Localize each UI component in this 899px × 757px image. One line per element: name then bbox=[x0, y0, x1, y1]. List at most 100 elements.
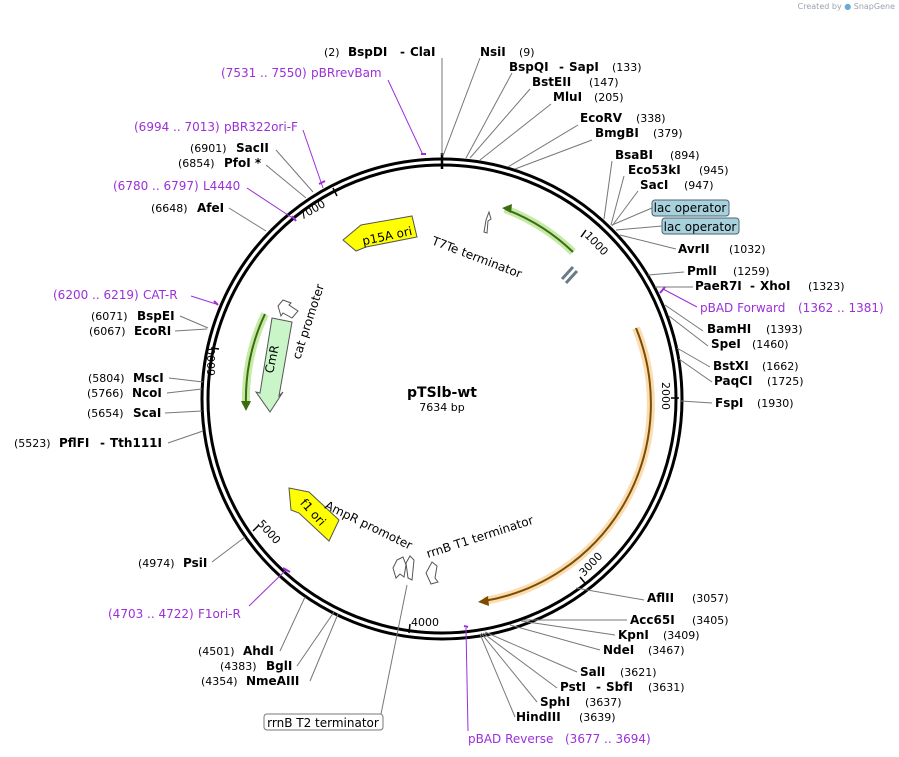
site-name-bspqi: BspQI bbox=[509, 60, 549, 74]
tick-6000 bbox=[210, 347, 220, 350]
leader-nmeaiii bbox=[309, 613, 339, 682]
top-green-arc-bg bbox=[503, 205, 576, 255]
site-name-sali: SalI bbox=[580, 665, 605, 679]
site-name-ahdi: AhdI bbox=[243, 644, 274, 658]
site-name-bstxi: BstXI bbox=[713, 359, 749, 373]
site-pos-hindiii: (3639) bbox=[579, 711, 616, 724]
site-name-bsabi: BsaBI bbox=[615, 148, 653, 162]
site-pos-ncoi: (5766) bbox=[87, 387, 124, 400]
site-name-nsii: NsiI bbox=[480, 45, 506, 59]
tick-3000 bbox=[579, 576, 586, 584]
tick-label-7000: 7000 bbox=[297, 197, 328, 222]
site-name-aflii: AflII bbox=[647, 591, 674, 605]
snapgene-logo: ● bbox=[844, 2, 852, 11]
pleader-l4440 bbox=[246, 187, 295, 220]
primer-name-pbadforward: pBAD Forward bbox=[700, 301, 785, 315]
leader-pflfi bbox=[167, 430, 204, 444]
leader-hindiii bbox=[479, 633, 516, 718]
rrnb-t2-leader bbox=[380, 584, 408, 715]
leader-saci bbox=[611, 190, 639, 227]
leader-spei bbox=[668, 315, 709, 347]
leader-ahdi bbox=[279, 596, 306, 652]
site-pos-pflfi: (5523) bbox=[14, 437, 51, 450]
site-name-bspdi: BspDI bbox=[348, 45, 387, 59]
lac-operator-mark-2 bbox=[564, 269, 579, 285]
orange-arrowhead bbox=[478, 596, 489, 606]
leader-mlui bbox=[479, 103, 552, 161]
rrnb-t1-label: rrnB T1 terminator bbox=[425, 513, 536, 561]
pleader-f1orir bbox=[248, 568, 288, 607]
site-pos-bspei: (6071) bbox=[91, 310, 128, 323]
site-name-psii: PsiI bbox=[183, 556, 207, 570]
site-pos-sphi: (3637) bbox=[585, 696, 622, 709]
leader-nsii bbox=[442, 57, 481, 157]
site-name-pmli: PmlI bbox=[687, 264, 717, 278]
site-pos-bgli: (4383) bbox=[220, 660, 257, 673]
site-name-afei: AfeI bbox=[197, 201, 224, 215]
site-name-psti: PstI bbox=[560, 680, 586, 694]
site-pos-psti: (3631) bbox=[648, 681, 685, 694]
leader-ncoi bbox=[166, 388, 203, 394]
leader-psii bbox=[211, 536, 246, 563]
pmark-f1orir bbox=[282, 567, 291, 573]
p15a-ori-arrow bbox=[342, 215, 418, 252]
site-pos-afei: (6648) bbox=[151, 202, 188, 215]
site-pos-bspdi: (2) bbox=[324, 46, 340, 59]
site-pos-bmgbi: (379) bbox=[653, 127, 683, 140]
site-name-paqci: PaqCI bbox=[714, 374, 752, 388]
site-name-nmeaiii: NmeAIII bbox=[246, 674, 299, 688]
site-pos-pmli: (1259) bbox=[733, 265, 770, 278]
orange-arc-bg bbox=[483, 326, 655, 605]
leader-paqci bbox=[678, 358, 713, 383]
site-name-paer7i: PaeR7I bbox=[695, 279, 742, 293]
leader-eco53ki bbox=[610, 175, 625, 226]
leader-bsteii bbox=[469, 88, 531, 159]
tick-label-5000: 5000 bbox=[255, 517, 283, 547]
site-pos-sacii: (6901) bbox=[190, 142, 227, 155]
pleader-pbadforward bbox=[662, 288, 698, 308]
pleader-pbr322orif bbox=[302, 129, 324, 189]
leader-bamhi bbox=[664, 304, 704, 332]
leader-aflii bbox=[575, 587, 645, 601]
primer-name-catr: CAT-R bbox=[143, 288, 178, 302]
primer-range-l4440: (6780 .. 6797) bbox=[113, 179, 199, 193]
site-name-spei: SpeI bbox=[711, 337, 741, 351]
site-name-ecori: EcoRI bbox=[134, 324, 171, 338]
top-green-arrowhead bbox=[502, 204, 512, 213]
site-pos-msci: (5804) bbox=[88, 372, 125, 385]
site-name-bsteii: BstEII bbox=[532, 75, 571, 89]
site-pos-spei: (1460) bbox=[752, 338, 789, 351]
site-name-fspi: FspI bbox=[715, 396, 743, 410]
site-pos-fspi: (1930) bbox=[757, 397, 794, 410]
site-pos-scai: (5654) bbox=[87, 407, 124, 420]
brand-name: SnapGene bbox=[853, 2, 895, 11]
site-pos-bsteii: (147) bbox=[589, 76, 619, 89]
site-name-bgli: BglI bbox=[266, 659, 292, 673]
t7te-terminator-shape bbox=[483, 210, 492, 234]
left-green-arrowhead bbox=[241, 401, 251, 411]
site-name-sacii: SacII bbox=[236, 141, 269, 155]
tick-1000 bbox=[580, 229, 587, 238]
leader-fspi bbox=[680, 400, 713, 404]
site-sep-pflfi: - bbox=[100, 436, 105, 450]
site-pos-ahdi: (4501) bbox=[198, 645, 235, 658]
pleader-pbadreverse bbox=[465, 627, 469, 732]
primer-labels: (7531 .. 7550) pBRrevBam (6994 .. 7013) … bbox=[53, 66, 884, 746]
site-pos-bamhi: (1393) bbox=[766, 323, 803, 336]
site-name2-clai: ClaI bbox=[410, 45, 435, 59]
cat-promoter-label: cat promoter bbox=[290, 282, 327, 361]
leader-afei bbox=[228, 207, 267, 232]
leader-kpni bbox=[520, 620, 616, 636]
tick-7000 bbox=[332, 187, 338, 197]
site-pos-ndei: (3467) bbox=[648, 644, 685, 657]
leader-sacii bbox=[275, 149, 314, 193]
cat-promoter-arrow bbox=[277, 299, 299, 319]
site-pos-bstxi: (1662) bbox=[762, 360, 799, 373]
pmark-pbadforward bbox=[659, 286, 666, 294]
site-name-scai: ScaI bbox=[133, 406, 161, 420]
ampr-promoter-arrow bbox=[392, 556, 407, 579]
site-name2-tth111i: Tth111I bbox=[110, 436, 162, 450]
site-name-bmgbi: BmgBI bbox=[595, 126, 639, 140]
site-pos-ecorv: (338) bbox=[636, 112, 666, 125]
